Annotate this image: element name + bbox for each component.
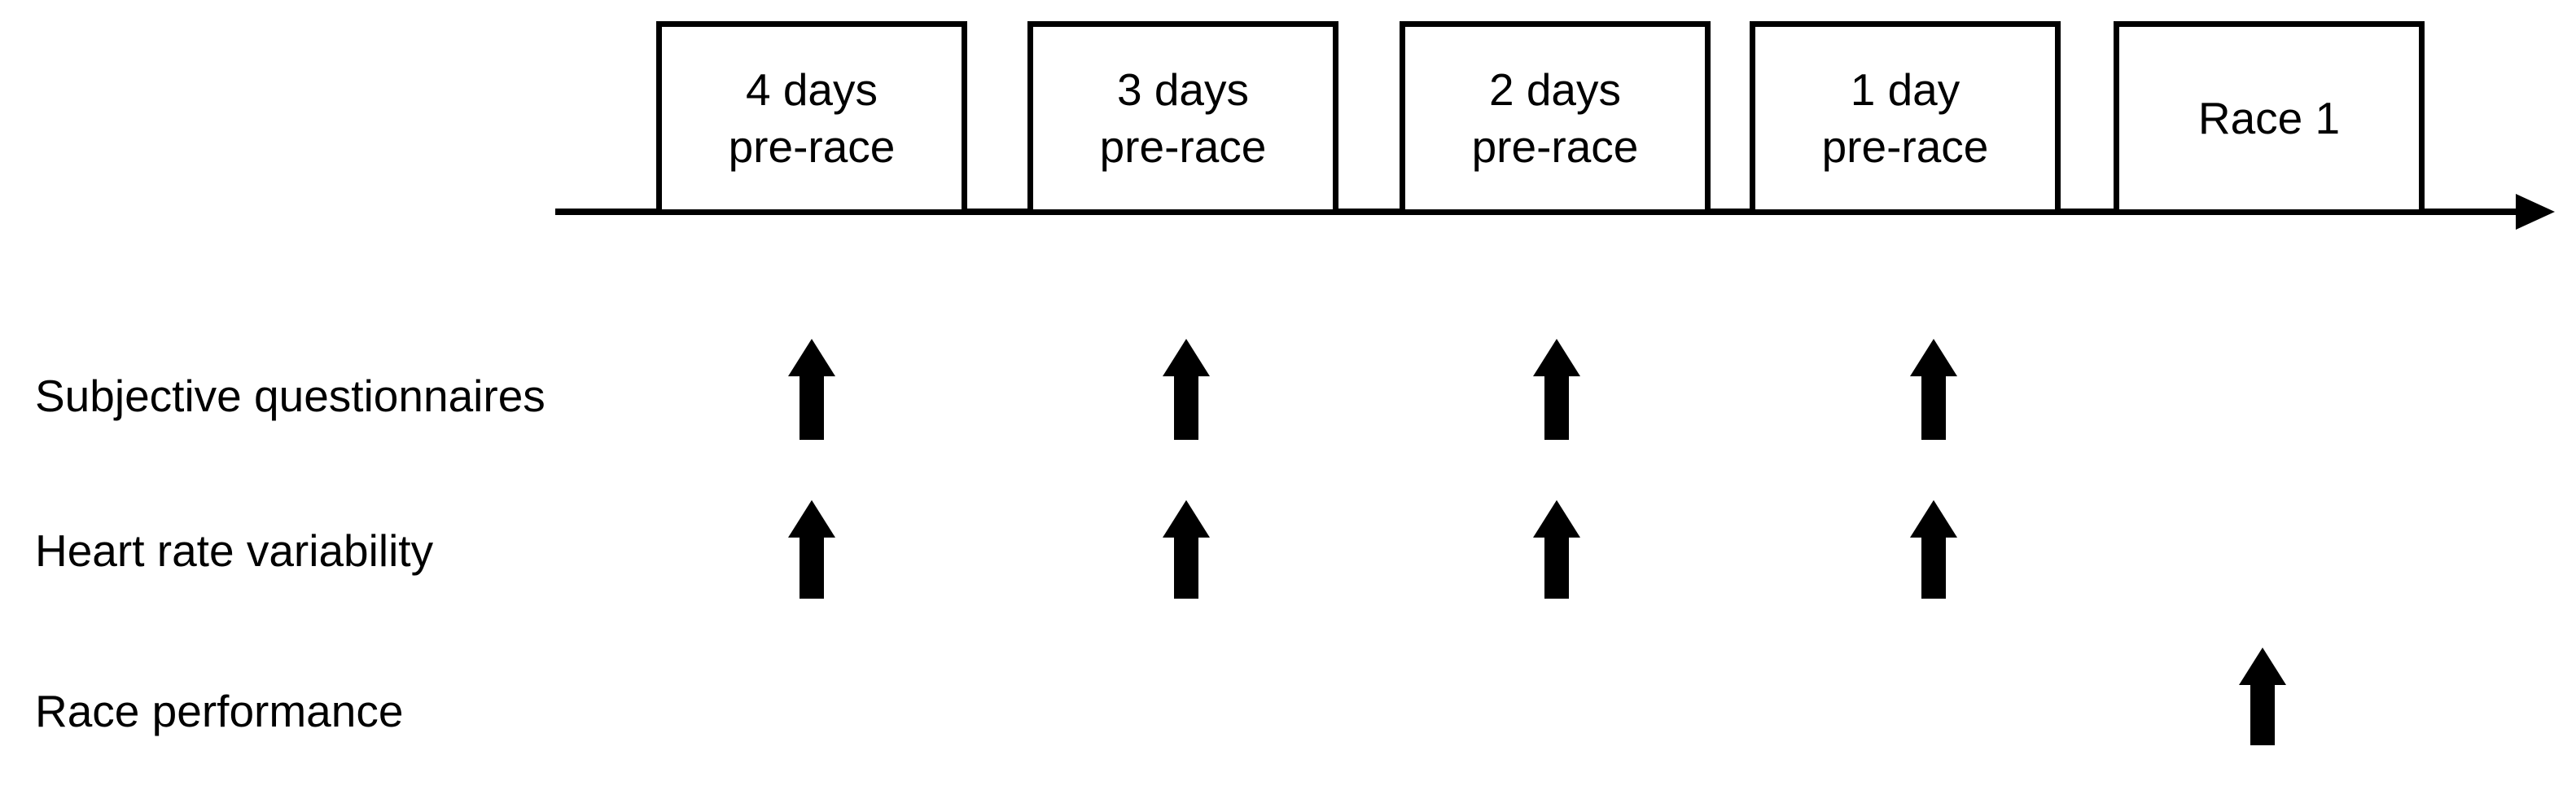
timeline-box-line1: Race 1: [2197, 92, 2341, 143]
timepoint-arrow-icon-subjective-questionnaires: [1910, 339, 1957, 440]
arrow-head: [1910, 339, 1957, 376]
row-label-heart-rate-variability: Heart rate variability: [35, 525, 434, 576]
timeline-box-line1: 1 day: [1850, 64, 1960, 115]
box-1-day-pre-race: 1 day pre-race: [1750, 21, 2061, 215]
timepoint-arrow-icon-subjective-questionnaires: [1533, 339, 1580, 440]
timepoint-arrow-icon-heart-rate-variability: [1910, 500, 1957, 599]
arrow-head: [1910, 500, 1957, 538]
arrow-head: [1533, 500, 1580, 538]
arrow-shaft: [2250, 682, 2275, 745]
timeline-box-line1: 3 days: [1116, 64, 1250, 115]
row-label-race-performance: Race performance: [35, 686, 404, 736]
timeline-box-line2: pre-race: [728, 121, 896, 172]
arrow-shaft: [1921, 534, 1946, 599]
timepoint-arrow-icon-subjective-questionnaires: [1163, 339, 1210, 440]
timeline-box-line1: 4 days: [745, 64, 878, 115]
arrow-head: [1163, 339, 1210, 376]
arrow-head: [1163, 500, 1210, 538]
timeline-box-line1: 2 days: [1488, 64, 1622, 115]
box-2-days-pre-race: 2 days pre-race: [1400, 21, 1711, 215]
box-race-1: Race 1: [2114, 21, 2425, 215]
timeline-box-line2: pre-race: [1821, 121, 1989, 172]
timepoint-arrow-icon-heart-rate-variability: [788, 500, 835, 599]
arrow-head: [1533, 339, 1580, 376]
timepoint-arrow-icon-heart-rate-variability: [1533, 500, 1580, 599]
arrow-head: [788, 339, 835, 376]
row-label-subjective-questionnaires: Subjective questionnaires: [35, 371, 545, 421]
timeline-box-line2: pre-race: [1471, 121, 1639, 172]
arrow-shaft: [1921, 373, 1946, 440]
arrow-head: [788, 500, 835, 538]
timepoint-arrow-icon-race-performance: [2239, 648, 2286, 745]
arrow-shaft: [800, 534, 824, 599]
timepoint-arrow-icon-subjective-questionnaires: [788, 339, 835, 440]
arrow-head: [2239, 648, 2286, 685]
timeline-box-line2: pre-race: [1099, 121, 1267, 172]
arrow-shaft: [800, 373, 824, 440]
arrow-shaft: [1544, 373, 1569, 440]
timepoint-arrow-icon-heart-rate-variability: [1163, 500, 1210, 599]
arrow-shaft: [1544, 534, 1569, 599]
timeline-axis-arrowhead-icon: [2516, 194, 2555, 230]
box-4-days-pre-race: 4 days pre-race: [656, 21, 967, 215]
arrow-shaft: [1174, 534, 1198, 599]
arrow-shaft: [1174, 373, 1198, 440]
box-3-days-pre-race: 3 days pre-race: [1027, 21, 1338, 215]
